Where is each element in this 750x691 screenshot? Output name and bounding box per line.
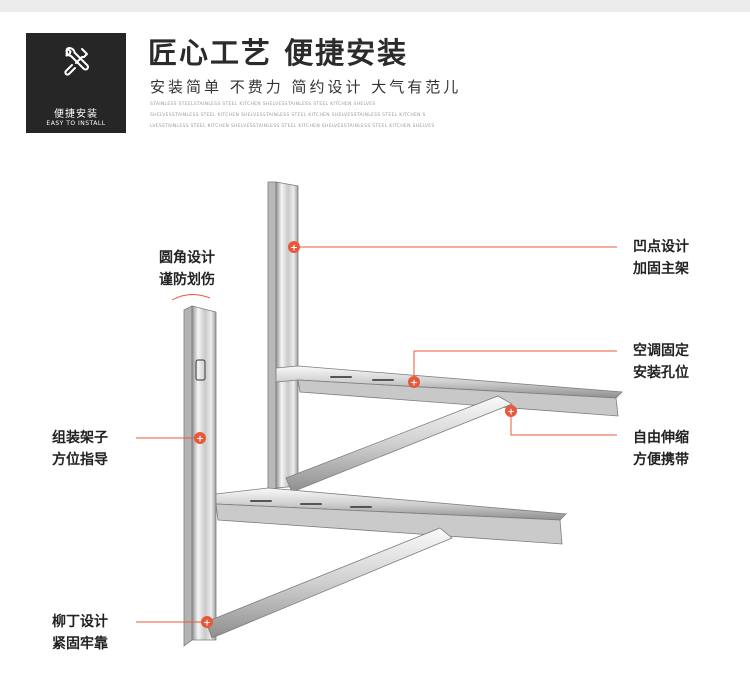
feature-title: 自由伸缩 <box>633 430 689 446</box>
decorative-text-line: STAINLESS STEELSTAINLESS STEEL KITCHEN S… <box>150 102 376 107</box>
callout-markers: + + + + + <box>194 241 517 629</box>
decorative-text-line: LVESSTAINLESS STEEL KITCHEN SHELVESSTAIN… <box>150 124 435 129</box>
install-badge: 便捷安装 EASY TO INSTALL <box>26 33 126 133</box>
feature-desc: 加固主架 <box>633 261 689 277</box>
feature-desc: 方便携带 <box>633 452 689 468</box>
mounting-slots <box>195 359 394 508</box>
wrench-screwdriver-icon <box>64 47 89 76</box>
feature-concave-point: 凹点设计 加固主架 <box>633 236 689 280</box>
svg-text:+: + <box>507 408 515 418</box>
feature-desc: 安装孔位 <box>633 365 689 381</box>
feature-rivet-design: 柳丁设计 紧固牢靠 <box>52 611 108 655</box>
feature-ac-holes: 空调固定 安装孔位 <box>633 340 689 384</box>
decorative-text-line: SHELVESSTAINLESS STEEL KITCHEN SHELVESST… <box>150 113 426 118</box>
feature-desc: 谨防划伤 <box>159 272 215 288</box>
feature-extendable: 自由伸缩 方便携带 <box>633 427 689 471</box>
svg-text:+: + <box>196 435 204 445</box>
page-subtitle: 安装简单 不费力 简约设计 大气有范儿 <box>150 78 462 96</box>
svg-text:+: + <box>410 379 418 389</box>
page-title: 匠心工艺 便捷安装 <box>148 36 409 70</box>
feature-title: 圆角设计 <box>159 250 215 266</box>
feature-desc: 紧固牢靠 <box>52 636 108 652</box>
feature-title: 空调固定 <box>633 343 689 359</box>
feature-desc: 方位指导 <box>52 452 108 468</box>
front-bracket <box>183 305 567 647</box>
svg-text:+: + <box>290 244 298 254</box>
feature-title: 组装架子 <box>52 430 108 446</box>
feature-assembly-guide: 组装架子 方位指导 <box>52 427 108 471</box>
feature-title: 柳丁设计 <box>52 614 108 630</box>
feature-rounded-corner: 圆角设计 谨防划伤 <box>159 247 215 291</box>
badge-label: 便捷安装 <box>54 109 98 120</box>
callout-lines <box>136 246 617 623</box>
feature-title: 凹点设计 <box>633 239 689 255</box>
back-bracket <box>267 181 623 493</box>
badge-label-english: EASY TO INSTALL <box>46 120 106 127</box>
svg-text:+: + <box>203 619 211 629</box>
top-strip <box>0 0 750 12</box>
